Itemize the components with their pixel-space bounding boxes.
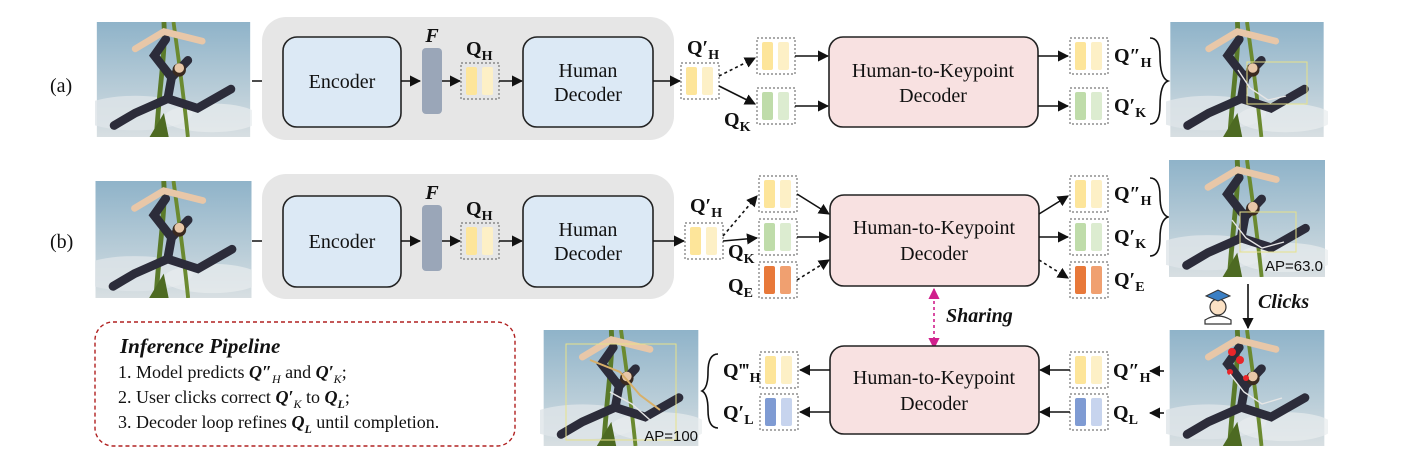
qh-prime-label-b: Q′H xyxy=(690,195,722,221)
qh-label-a: QH xyxy=(466,38,493,64)
h2k-line1-c: Human-to-Keypoint xyxy=(853,367,1016,389)
encoder-label-b: Encoder xyxy=(309,231,376,253)
feature-label-a: F xyxy=(424,25,439,47)
clicked-image xyxy=(1150,330,1334,446)
qh-dprime-query-b xyxy=(1069,175,1109,213)
sharing-label: Sharing xyxy=(946,305,1013,327)
qk-prime-label-a: Q′K xyxy=(1114,95,1146,121)
human-decoder-line2-a: Decoder xyxy=(554,84,622,106)
qk-query-a xyxy=(756,87,796,125)
human-decoder-box-b xyxy=(522,195,654,288)
inference-step3: 3. Decoder loop refines QL until complet… xyxy=(118,412,439,436)
brace-b xyxy=(1149,177,1171,257)
h2k-line2-c: Decoder xyxy=(900,393,968,415)
clicks-label: Clicks xyxy=(1258,291,1309,313)
h2k-decoder-box-b xyxy=(829,194,1040,287)
qe-query-b xyxy=(758,261,798,299)
qk-label-b: QK xyxy=(728,241,755,267)
qh-dprime-query-a xyxy=(1069,37,1109,75)
qe-prime-query-b xyxy=(1069,261,1109,299)
qh-prime-query-b xyxy=(684,222,724,260)
qh-dprime-query-c xyxy=(1069,351,1109,389)
final-image xyxy=(524,330,708,446)
qh-prime-label-a: Q′H xyxy=(687,37,719,63)
encoder-box-a xyxy=(282,36,402,128)
ql-prime-query-c xyxy=(759,393,799,431)
qh-prime-query2-a xyxy=(756,37,796,75)
step3-suffix: until completion. xyxy=(316,412,439,432)
human-decoder-line1-b: Human xyxy=(559,219,618,241)
qk-prime-label-b: Q′K xyxy=(1114,226,1146,252)
step2-prefix: 2. User clicks correct xyxy=(118,387,271,407)
qh-tprime-label-c: Q‴H xyxy=(723,360,761,386)
h2k-line2-b: Decoder xyxy=(900,243,968,265)
brace-a xyxy=(1149,37,1171,125)
row-b-label: (b) xyxy=(50,231,73,253)
feature-bar-b xyxy=(422,205,442,271)
qe-prime-label-b: Q′E xyxy=(1114,269,1145,295)
human-decoder-box-a xyxy=(522,36,654,128)
qh-prime-query-a xyxy=(680,62,720,100)
ql-prime-label-c: Q′L xyxy=(723,402,754,428)
ap-before-label: AP=63.0 xyxy=(1265,258,1323,275)
encoder-label-a: Encoder xyxy=(309,71,376,93)
human-decoder-line1-a: Human xyxy=(559,60,618,82)
qk-prime-query-a xyxy=(1069,87,1109,125)
inference-step2: 2. User clicks correct Q′K to QL; xyxy=(118,387,350,411)
feature-bar-a xyxy=(422,48,442,114)
inference-title: Inference Pipeline xyxy=(119,334,280,358)
h2k-line1-a: Human-to-Keypoint xyxy=(852,60,1015,82)
human-query-a xyxy=(460,62,500,100)
human-query-b xyxy=(460,222,500,260)
step2-mid: to xyxy=(306,387,320,407)
output-image-a xyxy=(1151,22,1333,137)
row-a-label: (a) xyxy=(50,75,72,97)
qh-dprime-label-a: Q″H xyxy=(1114,45,1152,71)
h2k-line1-b: Human-to-Keypoint xyxy=(853,217,1016,239)
h2k-decoder-box-a xyxy=(828,36,1039,128)
qk-prime-query-b xyxy=(1069,218,1109,256)
output-image-b xyxy=(1150,160,1335,277)
qh-prime-query2-b xyxy=(758,175,798,213)
qh-dprime-label-c: Q″H xyxy=(1113,360,1151,386)
h2k-line2-a: Decoder xyxy=(899,85,967,107)
qk-query-b xyxy=(758,218,798,256)
step3-prefix: 3. Decoder loop refines xyxy=(118,412,287,432)
user-icon xyxy=(1204,289,1232,325)
qe-label-b: QE xyxy=(728,275,753,301)
feature-label-b: F xyxy=(424,182,439,204)
inference-box xyxy=(94,321,516,447)
input-image-b xyxy=(76,181,261,298)
step1-prefix: 1. Model predicts xyxy=(118,362,244,382)
input-image-a xyxy=(78,22,260,137)
qk-label-a: QK xyxy=(724,109,751,135)
h2k-decoder-box-c xyxy=(829,345,1040,435)
ql-query-c xyxy=(1069,393,1109,431)
qh-tprime-query-c xyxy=(759,351,799,389)
ap-after-label: AP=100 xyxy=(644,428,698,445)
ql-label-c: QL xyxy=(1113,402,1138,428)
human-decoder-line2-b: Decoder xyxy=(554,243,622,265)
step1-mid: and xyxy=(285,362,311,382)
inference-step1: 1. Model predicts Q″H and Q′K; xyxy=(118,362,347,386)
brace-c xyxy=(700,353,719,429)
qh-dprime-label-b: Q″H xyxy=(1114,183,1152,209)
